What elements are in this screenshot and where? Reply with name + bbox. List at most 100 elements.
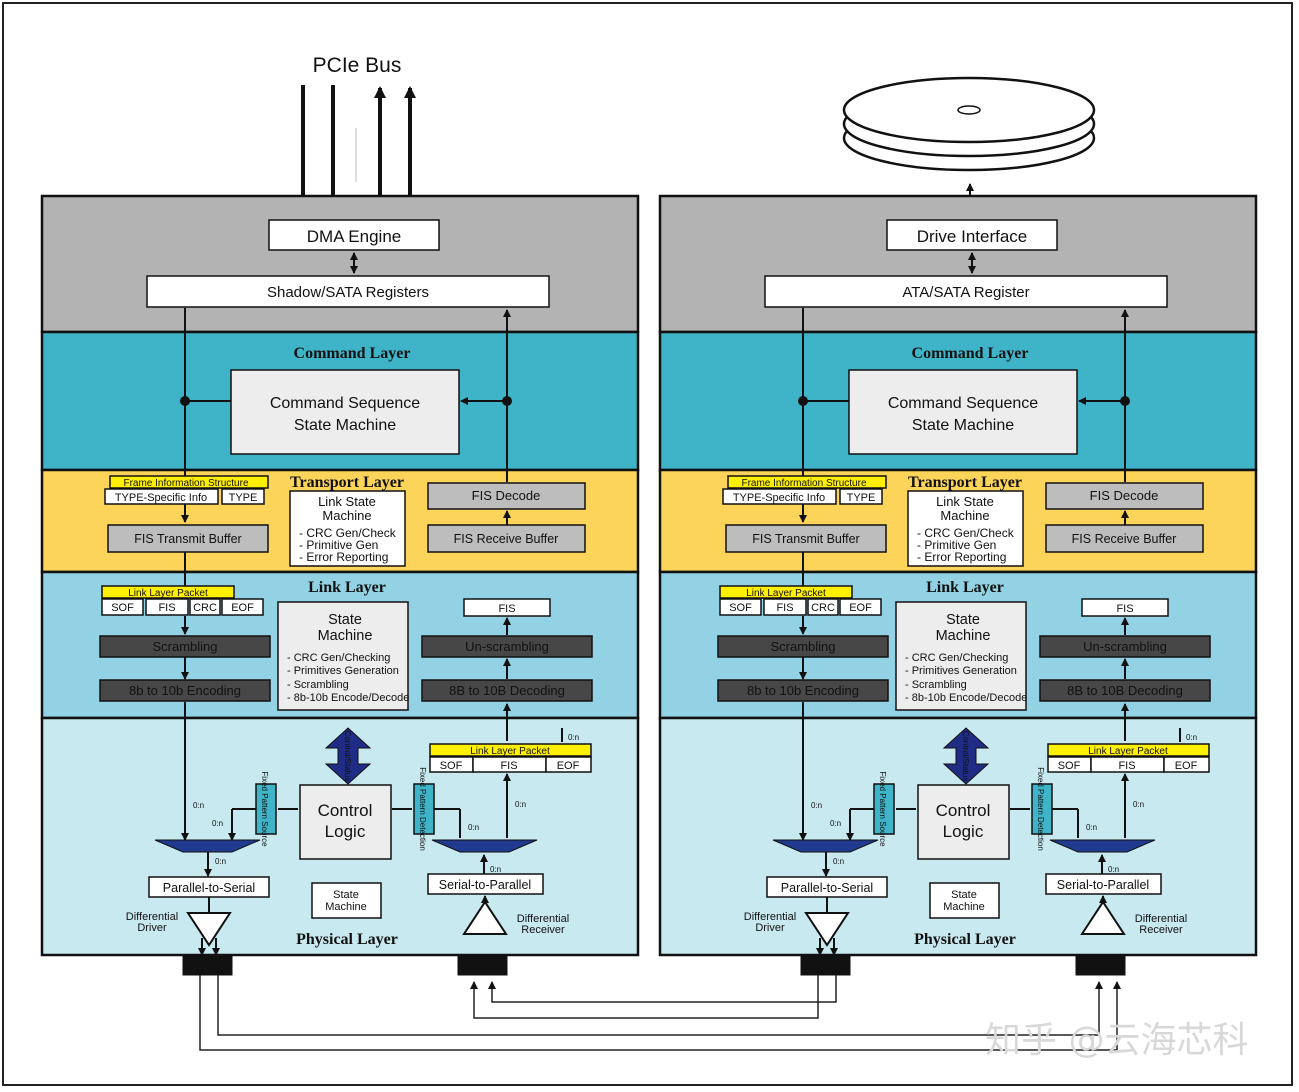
link-packet-eof-label: EOF [849,602,872,614]
serial-to-parallel-box [1045,873,1162,895]
rx-connector-pad [1075,954,1126,976]
link-state-machine-label-1: Link State [318,494,376,509]
encoding-box [99,679,271,702]
link-packet-header [719,585,853,599]
rx-fis-label: FIS [1116,603,1133,615]
type-specific-label: TYPE-Specific Info [733,492,825,504]
fis-receive-buffer-box [427,524,586,553]
differential-receiver-label-1: Differential [1135,913,1187,925]
control-logic-label-2: Logic [325,822,366,841]
link-packet-sof-label: SOF [111,602,134,614]
link-sm-label-1: State [946,612,980,628]
phy-packet-header [429,743,592,757]
encoding-box [717,679,889,702]
link-packet-crc-label: CRC [811,602,835,614]
top-layer-band [40,194,640,334]
link-packet-crc-label: CRC [193,602,217,614]
link-sm-item-2: - Primitives Generation [905,665,1017,677]
bus-width-label-2: 0:n [193,801,204,810]
bus-width-label-5: 0:n [1086,823,1097,832]
fis-structure-header [109,475,269,489]
type-specific-box [722,488,837,505]
phy-packet-eof-box [1163,756,1210,773]
link-sm-item-4: - 8b-10b Encode/Decode [287,692,409,704]
bus-width-label-2: 0:n [811,801,822,810]
pcie-bus-label: PCIe Bus [313,54,402,77]
link-sm-item-1: - CRC Gen/Checking [905,652,1008,664]
physical-layer-title: Physical Layer [296,931,398,948]
parallel-to-serial-label: Parallel-to-Serial [163,881,255,895]
type-label: TYPE [847,492,876,504]
bus-width-label-1: 0:n [1186,733,1197,742]
differential-driver-label-2: Driver [137,922,167,934]
command-sequence-label-1: Command Sequence [888,395,1038,412]
fis-transmit-buffer-label: FIS Transmit Buffer [752,532,859,546]
tx-junction-dot [180,396,190,406]
unscrambling-label: Un-scrambling [465,639,549,654]
bus-width-label-1: 0:n [568,733,579,742]
bus-width-label-6: 0:n [1133,800,1144,809]
tx-connector-pad [182,954,233,976]
link-sm-label-2: Machine [936,628,991,644]
fixed-pattern-detection-label: Fixed Pattern Detection [1036,767,1045,851]
encoding-label: 8b to 10b Encoding [129,683,241,698]
link-packet-crc-box [807,598,839,616]
decoding-box [421,679,593,702]
phy-packet-eof-label: EOF [1175,760,1198,772]
phy-state-machine-label-2: Machine [943,901,985,913]
fis-structure-label: Frame Information Structure [123,478,248,489]
phy-packet-label: Link Layer Packet [1088,746,1168,757]
link-sm-item-3: - Scrambling [905,679,967,691]
link-state-machine-item-2: - Primitive Gen [917,538,996,552]
rx-fis-box [463,598,551,617]
type-specific-box [104,488,219,505]
transport-layer-title: Transport Layer [290,474,404,491]
link-packet-sof-box [101,598,144,616]
differential-receiver-label-2: Receiver [521,924,565,936]
fis-decode-label: FIS Decode [472,488,541,503]
link-state-machine-item-1: - CRC Gen/Check [299,526,397,540]
link-layer-title: Link Layer [308,579,386,596]
fixed-pattern-source-label: Fixed Pattern Source [878,771,887,847]
link-state-machine-label-2: Machine [940,508,989,523]
rx-fis-label: FIS [498,603,515,615]
link-packet-sof-box [719,598,762,616]
fis-transmit-buffer-label: FIS Transmit Buffer [134,532,241,546]
bus-width-label-4: 0:n [215,857,226,866]
type-box [839,488,883,505]
serial-to-parallel-label: Serial-to-Parallel [439,878,531,892]
link-state-machine-box [289,490,406,567]
link-packet-label: Link Layer Packet [746,588,826,599]
parallel-to-serial-label: Parallel-to-Serial [781,881,873,895]
decoding-box [1039,679,1211,702]
link-state-machine-center-box [895,601,1027,711]
encoding-label: 8b to 10b Encoding [747,683,859,698]
differential-driver-label-1: Differential [744,911,796,923]
fis-structure-header [727,475,887,489]
differential-driver-icon [804,912,850,947]
bus-width-label-3: 0:n [212,819,223,828]
phy-state-machine-box [929,882,1000,919]
fis-decode-box [427,482,586,510]
differential-driver-icon [186,912,232,947]
link-packet-fis-label: FIS [776,602,793,614]
register-label: Shadow/SATA Registers [267,284,429,301]
phy-state-machine-label-1: State [951,889,977,901]
scrambling-label: Scrambling [152,639,217,654]
bus-width-label-6: 0:n [515,800,526,809]
differential-receiver-label-2: Receiver [1139,924,1183,936]
bus-width-label-3: 0:n [830,819,841,828]
phy-packet-sof-label: SOF [1058,760,1081,772]
rx-mux [431,839,538,853]
phy-state-machine-box [311,882,382,919]
unscrambling-box [1039,635,1211,658]
control-logic-label-2: Logic [943,822,984,841]
command-sequence-label-2: State Machine [912,417,1014,434]
phy-packet-label: Link Layer Packet [470,746,550,757]
type-specific-label: TYPE-Specific Info [115,492,207,504]
register-box [146,275,550,308]
command-sequence-box [230,369,460,455]
